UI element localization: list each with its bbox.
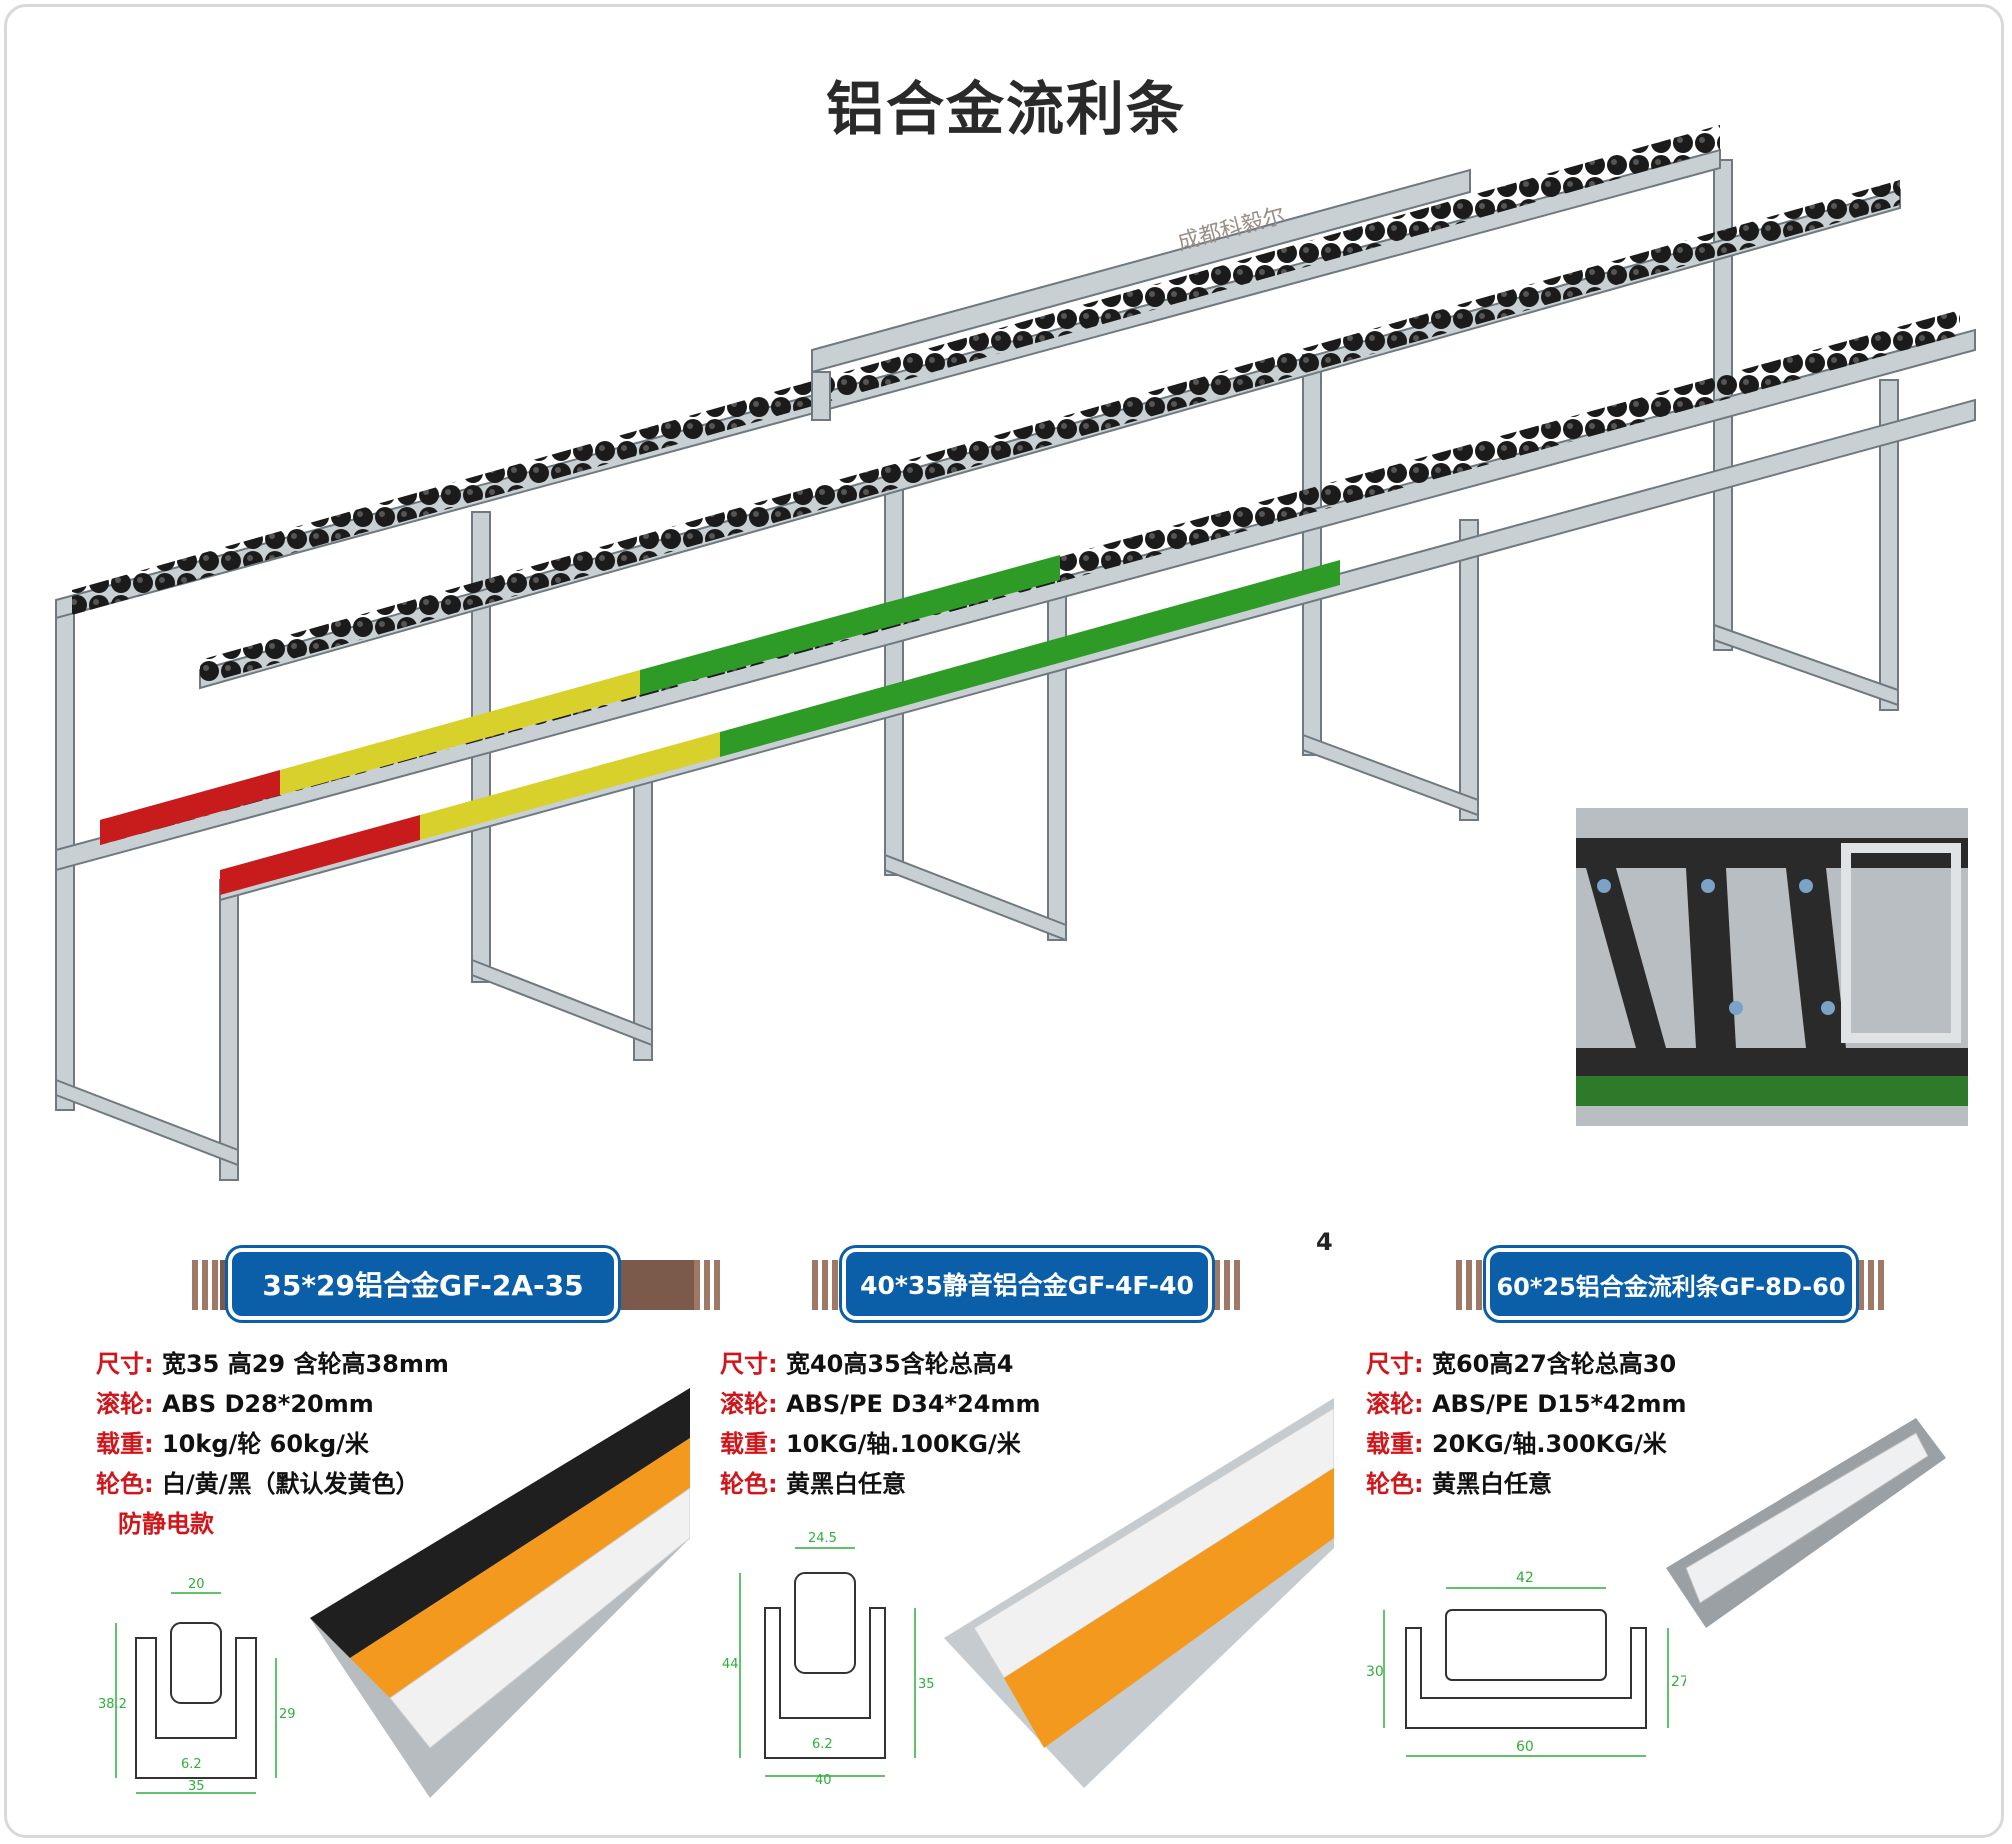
product-title: 35*29铝合金GF-2A-35 bbox=[228, 1248, 618, 1320]
spec-key: 轮色: bbox=[96, 1470, 154, 1498]
product-banner: 40*35静音铝合金GF-4F-40 bbox=[812, 1248, 1242, 1320]
product-title: 60*25铝合金流利条GF-8D-60 bbox=[1486, 1248, 1856, 1320]
spec-value: 黄黑白任意 bbox=[785, 1470, 906, 1498]
product-title: 40*35静音铝合金GF-4F-40 bbox=[842, 1248, 1212, 1320]
product-photo bbox=[1666, 1418, 1946, 1628]
dim-bottom: 40 bbox=[815, 1773, 832, 1788]
product-gf-2a-35: 35*29铝合金GF-2A-35 尺寸: 宽35 高29 含轮高38mm 滚轮:… bbox=[96, 1248, 736, 1808]
dim-right: 29.5 bbox=[279, 1707, 296, 1722]
dim-left: 38.2 bbox=[98, 1697, 127, 1712]
product-photo bbox=[944, 1398, 1334, 1788]
spec-key: 尺寸: bbox=[1366, 1350, 1424, 1378]
spec-key: 载重: bbox=[96, 1430, 154, 1458]
profile-drawing: 20 6.2 35 38.2 29.5 bbox=[98, 1577, 296, 1794]
product-gf-4f-40: 40*35静音铝合金GF-4F-40 尺寸: 宽40高35含轮总高4 滚轮: A… bbox=[720, 1248, 1360, 1808]
spec-key: 载重: bbox=[720, 1430, 778, 1458]
spec-value: 20KG/轴.300KG/米 bbox=[1431, 1430, 1667, 1458]
dim-left: 44 bbox=[722, 1657, 739, 1672]
spec-key: 载重: bbox=[1366, 1430, 1424, 1458]
spec-value: ABS/PE D15*42mm bbox=[1431, 1390, 1687, 1418]
product-specs: 尺寸: 宽40高35含轮总高4 滚轮: ABS/PE D34*24mm 载重: … bbox=[720, 1344, 1041, 1504]
page-number: 4 bbox=[1316, 1228, 1333, 1256]
dim-top: 20 bbox=[188, 1577, 205, 1592]
product-banner: 35*29铝合金GF-2A-35 bbox=[192, 1248, 722, 1320]
spec-key: 轮色: bbox=[720, 1470, 778, 1498]
dim-right: 27 bbox=[1671, 1674, 1686, 1690]
product-photo bbox=[310, 1388, 690, 1798]
spec-value: 宽60高27含轮总高30 bbox=[1431, 1350, 1677, 1378]
spec-key: 滚轮: bbox=[96, 1390, 154, 1418]
spec-key: 轮色: bbox=[1366, 1470, 1424, 1498]
spec-value: 宽35 高29 含轮高38mm bbox=[161, 1350, 449, 1378]
page-title: 铝合金流利条 bbox=[825, 75, 1186, 143]
dim-top: 24.5 bbox=[808, 1531, 837, 1546]
rack-illustration: 成都科毅尔 bbox=[55, 125, 1976, 1181]
dim-bottom: 35 bbox=[188, 1779, 205, 1794]
dim-top: 42 bbox=[1516, 1570, 1534, 1586]
spec-value: ABS D28*20mm bbox=[161, 1390, 374, 1418]
dim-bottom: 60 bbox=[1516, 1739, 1534, 1755]
profile-drawing: 24.5 6.2 40 44 35 bbox=[722, 1531, 935, 1788]
product-banner: 60*25铝合金流利条GF-8D-60 bbox=[1456, 1248, 1886, 1320]
dim-left: 30 bbox=[1366, 1664, 1384, 1680]
spec-key: 滚轮: bbox=[720, 1390, 778, 1418]
spec-value: ABS/PE D34*24mm bbox=[785, 1390, 1041, 1418]
spec-key: 尺寸: bbox=[720, 1350, 778, 1378]
product-gf-8d-60: 60*25铝合金流利条GF-8D-60 尺寸: 宽60高27含轮总高30 滚轮:… bbox=[1366, 1248, 2006, 1808]
spec-value: 10kg/轮 60kg/米 bbox=[161, 1430, 369, 1458]
antistatic-note: 防静电款 bbox=[118, 1510, 214, 1538]
inset-detail-photo bbox=[1576, 808, 1968, 1126]
product-specs: 尺寸: 宽35 高29 含轮高38mm 滚轮: ABS D28*20mm 载重:… bbox=[96, 1344, 449, 1544]
product-specs: 尺寸: 宽60高27含轮总高30 滚轮: ABS/PE D15*42mm 载重:… bbox=[1366, 1344, 1687, 1504]
spec-key: 尺寸: bbox=[96, 1350, 154, 1378]
spec-value: 宽40高35含轮总高4 bbox=[785, 1350, 1014, 1378]
dim-right: 35 bbox=[918, 1677, 935, 1692]
spec-value: 黄黑白任意 bbox=[1431, 1470, 1552, 1498]
spec-value: 10KG/轴.100KG/米 bbox=[785, 1430, 1021, 1458]
dim-slot: 6.2 bbox=[181, 1757, 202, 1772]
spec-key: 滚轮: bbox=[1366, 1390, 1424, 1418]
dim-slot: 6.2 bbox=[812, 1737, 833, 1752]
spec-value: 白/黄/黑（默认发黄色） bbox=[161, 1470, 420, 1498]
profile-drawing: 42 60 30 27 bbox=[1366, 1570, 1686, 1757]
